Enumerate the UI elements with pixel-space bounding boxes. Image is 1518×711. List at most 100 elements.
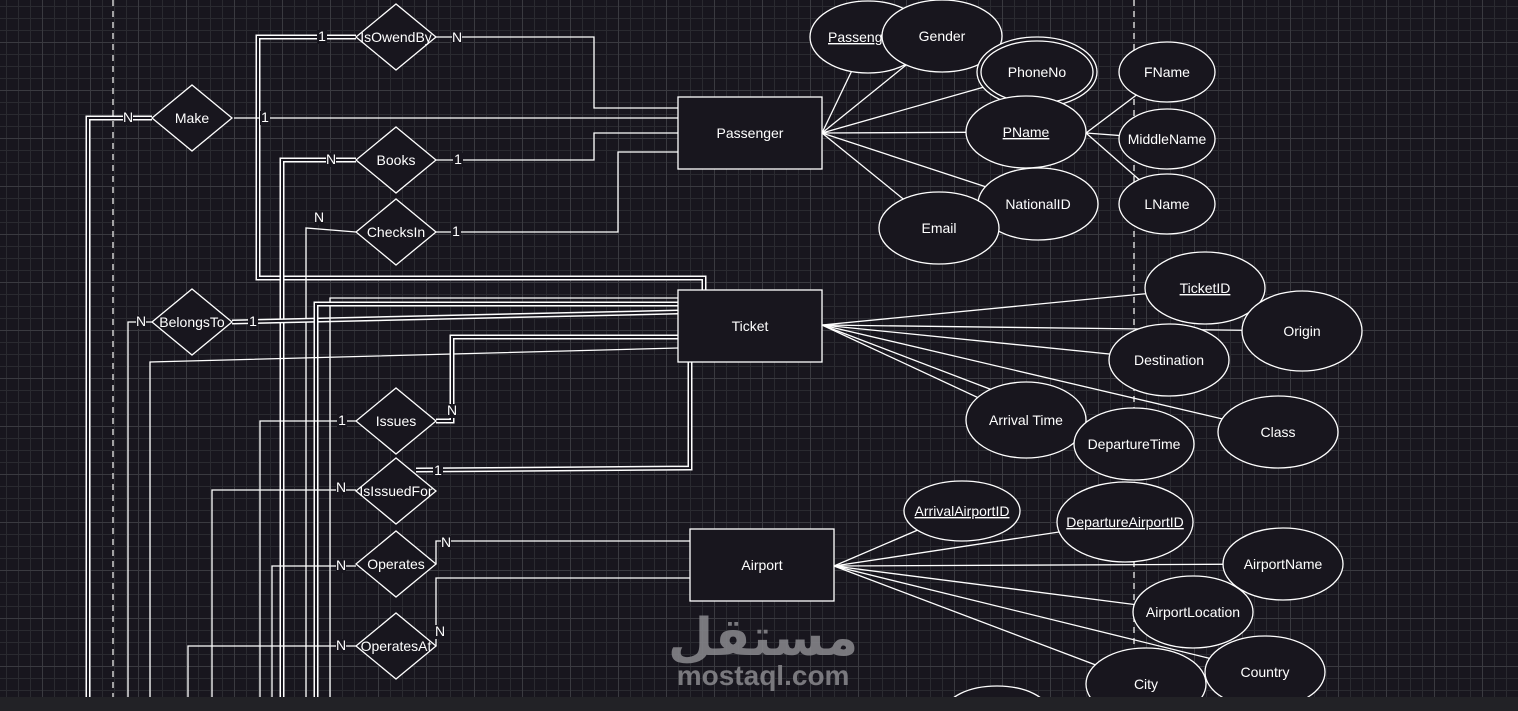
attribute-ellipse[interactable] — [965, 381, 1087, 459]
attribute-ticketid[interactable]: TicketID — [1144, 251, 1266, 325]
relationship-diamond[interactable] — [354, 457, 438, 525]
attribute-pname[interactable]: PName — [965, 95, 1087, 169]
relationship-connector-3 — [85, 115, 152, 711]
relationship-isowendby[interactable]: IsOwendBy — [354, 3, 438, 71]
attribute-ellipse[interactable] — [1118, 41, 1216, 103]
watermark-latin: mostaql.com — [676, 660, 850, 691]
relationship-diamond[interactable] — [150, 288, 234, 356]
relationship-label: ChecksIn — [367, 224, 425, 240]
entity-box[interactable] — [677, 96, 823, 170]
attribute-ellipse[interactable] — [1118, 173, 1216, 235]
bottom-scrollbar[interactable] — [0, 697, 1518, 711]
attribute-label: LName — [1144, 196, 1189, 212]
relationship-connector-14 — [259, 420, 356, 711]
cardinality-label: 1 — [261, 109, 269, 125]
cardinality-label: N — [123, 109, 133, 125]
cardinality-label: N — [336, 479, 346, 495]
attribute-destination[interactable]: Destination — [1108, 323, 1230, 397]
relationship-connector-3-inner — [87, 117, 152, 711]
attribute-country[interactable]: Country — [1204, 635, 1326, 709]
attribute-ellipse[interactable] — [878, 191, 1000, 265]
attribute-email[interactable]: Email — [878, 191, 1000, 265]
attribute-label: City — [1134, 676, 1158, 692]
cardinality-label: 1 — [434, 462, 442, 478]
relationship-diamond[interactable] — [354, 387, 438, 455]
relationship-connector-5 — [279, 157, 356, 711]
attribute-nationalid[interactable]: NationalID — [977, 167, 1099, 241]
attribute-ellipse[interactable] — [1241, 290, 1363, 372]
attribute-ellipse[interactable] — [1144, 251, 1266, 325]
relationship-checksin[interactable]: ChecksIn — [354, 198, 438, 266]
relationship-make[interactable]: Make — [150, 84, 234, 152]
relationship-connector-6 — [436, 151, 678, 233]
attribute-ellipse[interactable] — [1132, 575, 1254, 649]
relationship-diamond[interactable] — [354, 198, 438, 266]
relationship-connector-1-inner — [257, 36, 705, 290]
relationship-operates[interactable]: Operates — [354, 530, 438, 598]
relationship-diamond[interactable] — [354, 530, 438, 598]
relationship-isissuedfor[interactable]: IsIssuedFor — [354, 457, 438, 525]
attribute-gender[interactable]: Gender — [881, 0, 1003, 73]
attribute-lname[interactable]: LName — [1118, 173, 1216, 235]
entity-label: Ticket — [732, 318, 769, 334]
cardinality-bg — [136, 315, 146, 329]
relationship-connector-9 — [127, 321, 152, 711]
attribute-ellipse[interactable] — [1217, 395, 1339, 469]
entity-passenger[interactable]: Passenger — [677, 96, 823, 170]
relationship-connector-0 — [436, 36, 678, 109]
relationship-diamond[interactable] — [150, 84, 234, 152]
attribute-label: Email — [921, 220, 956, 236]
relationship-connector-19 — [187, 645, 356, 711]
relationship-diamond[interactable] — [354, 3, 438, 71]
cardinality-label: N — [441, 534, 451, 550]
entity-airport[interactable]: Airport — [689, 528, 835, 602]
relationship-books[interactable]: Books — [354, 126, 438, 194]
attribute-arrivaltime[interactable]: Arrival Time — [965, 381, 1087, 459]
attribute-middlename[interactable]: MiddleName — [1118, 108, 1216, 170]
attribute-label: Class — [1260, 424, 1295, 440]
attribute-ellipse[interactable] — [1108, 323, 1230, 397]
relationship-operatesat[interactable]: OperatesAt — [354, 612, 438, 680]
attribute-ellipse[interactable] — [1118, 108, 1216, 170]
attribute-airportlocation[interactable]: AirportLocation — [1132, 575, 1254, 649]
attribute-ellipse[interactable] — [903, 480, 1021, 542]
attribute-airportname[interactable]: AirportName — [1222, 527, 1344, 601]
attribute-departuretime[interactable]: DepartureTime — [1073, 407, 1195, 481]
entity-ticket[interactable]: Ticket — [677, 289, 823, 363]
attribute-ellipse[interactable] — [1073, 407, 1195, 481]
attribute-departureairportid[interactable]: DepartureAirportID — [1056, 481, 1194, 563]
relationship-issues[interactable]: Issues — [354, 387, 438, 455]
attribute-arrivalairportid[interactable]: ArrivalAirportID — [903, 480, 1021, 542]
cardinality-bg — [336, 481, 346, 495]
cardinality-bg — [336, 559, 346, 573]
attribute-city[interactable]: City — [1085, 647, 1207, 711]
attribute-ellipse[interactable] — [1085, 647, 1207, 711]
cardinality-label: N — [314, 209, 324, 225]
entity-box[interactable] — [677, 289, 823, 363]
relationship-label: BelongsTo — [159, 314, 225, 330]
cardinality-bg — [451, 225, 461, 239]
attribute-label: PName — [1003, 124, 1050, 140]
attribute-phoneno[interactable]: PhoneNo — [976, 36, 1098, 108]
relationship-belongsto[interactable]: BelongsTo — [150, 288, 234, 356]
attribute-ellipse[interactable] — [1056, 481, 1194, 563]
attribute-ellipse[interactable] — [881, 0, 1003, 73]
entity-box[interactable] — [689, 528, 835, 602]
cardinality-label: N — [136, 313, 146, 329]
cardinality-bg — [441, 536, 451, 550]
attribute-fname[interactable]: FName — [1118, 41, 1216, 103]
airport-airportname-connector — [833, 563, 1284, 567]
attribute-label: NationalID — [1005, 196, 1070, 212]
attribute-label: DepartureTime — [1088, 436, 1181, 452]
relationship-diamond[interactable] — [354, 126, 438, 194]
cardinality-bg — [314, 211, 324, 225]
cardinality-label: N — [435, 623, 445, 639]
relationship-connector-10 — [329, 297, 678, 711]
attribute-ellipse[interactable] — [965, 95, 1087, 169]
relationship-diamond[interactable] — [354, 612, 438, 680]
attribute-ellipse[interactable] — [1222, 527, 1344, 601]
attribute-class[interactable]: Class — [1217, 395, 1339, 469]
attribute-origin[interactable]: Origin — [1241, 290, 1363, 372]
